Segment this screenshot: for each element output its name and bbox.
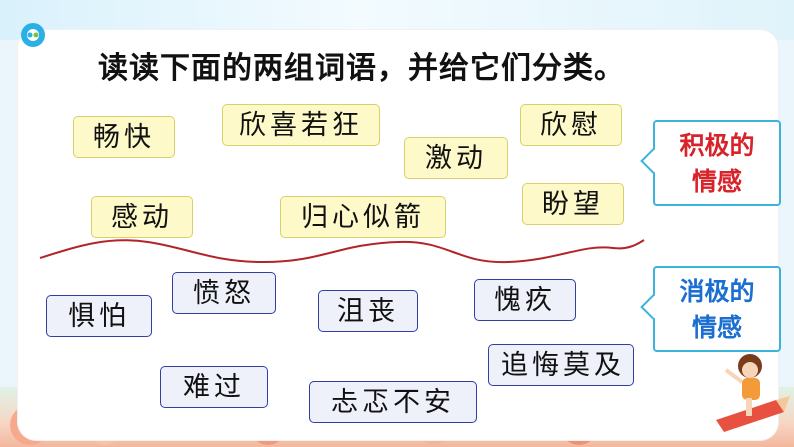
logo-icon [21, 23, 45, 47]
word-card-negative[interactable]: 愤怒 [172, 272, 276, 314]
word-card-negative[interactable]: 忐忑不安 [309, 381, 477, 423]
word-card-positive[interactable]: 激动 [404, 137, 508, 179]
word-card-positive[interactable]: 归心似箭 [280, 196, 446, 238]
word-card-positive[interactable]: 盼望 [522, 183, 624, 225]
word-card-positive[interactable]: 欣慰 [520, 104, 622, 146]
wavy-divider-line [39, 239, 645, 264]
word-card-positive[interactable]: 畅快 [73, 116, 175, 158]
word-card-negative[interactable]: 沮丧 [318, 290, 418, 332]
positive-label-line1: 积极的 [679, 131, 755, 160]
negative-label-line2: 情感 [691, 313, 742, 342]
word-card-negative[interactable]: 惧怕 [46, 295, 152, 337]
page-title: 读读下面的两组词语，并给它们分类。 [98, 51, 625, 86]
positive-label-line2: 情感 [691, 167, 742, 196]
negative-label-line1: 消极的 [679, 277, 755, 306]
word-card-negative[interactable]: 追悔莫及 [488, 344, 634, 386]
girl-on-pencil-illustration [716, 354, 790, 432]
negative-category-label: 消极的 情感 [640, 266, 781, 352]
word-card-negative[interactable]: 愧疚 [474, 279, 576, 321]
word-card-positive[interactable]: 感动 [91, 196, 193, 238]
word-card-negative[interactable]: 难过 [160, 366, 268, 408]
positive-category-label: 积极的 情感 [640, 120, 781, 206]
word-card-positive[interactable]: 欣喜若狂 [222, 104, 380, 146]
